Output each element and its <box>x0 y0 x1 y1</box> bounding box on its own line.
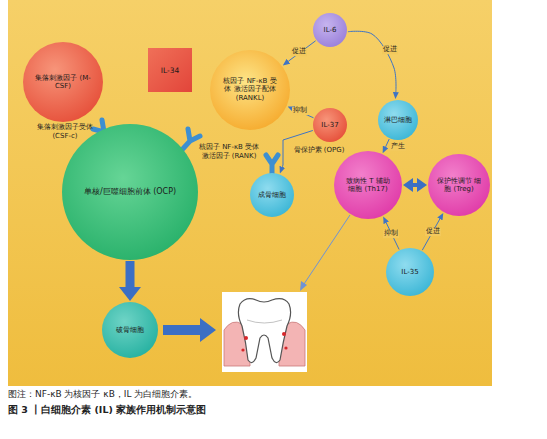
node-label: IL-34 <box>151 66 189 75</box>
tooth <box>238 299 290 363</box>
node-label: IL-6 <box>318 26 343 34</box>
node-label: 核因子 NF-κB 受体 激活因子配体 (RANKL) <box>221 77 279 102</box>
cell-circle: 保护性调节 细胞 (Treg) <box>428 154 490 216</box>
ligand-circle: 核因子 NF-κB 受体 激活因子配体 (RANKL) <box>210 50 290 130</box>
connector-arrow <box>386 139 390 147</box>
circle-shape <box>428 154 490 216</box>
cytokine-circle: IL-6 <box>313 13 347 47</box>
node-label: 破骨细胞 <box>110 326 151 334</box>
cytokine-circle: IL-35 <box>386 248 434 296</box>
circle-shape <box>62 124 198 260</box>
opg-receptor-symbol <box>266 155 278 174</box>
receptor-label: 核因子 NF-κB 受体 激活因子 (RANK) <box>196 143 262 161</box>
factor-square: IL-34 <box>148 48 192 92</box>
node-text-box: 集落刺激因子 (M-CSF) <box>34 74 92 91</box>
node-label: 致病性 T 辅助 细胞 (Th17) <box>343 177 392 194</box>
edge-label: 促进 <box>425 228 441 236</box>
node-text-box: 成骨细胞 <box>256 191 288 199</box>
node-label: 单核/巨噬细胞前体 (OCP) <box>81 187 180 197</box>
connector-arrow <box>288 41 315 61</box>
cell-circle: 破骨细胞 <box>102 302 158 358</box>
connector-arrow <box>126 261 135 287</box>
cell-circle: 致病性 T 辅助 细胞 (Th17) <box>334 151 402 219</box>
circle-shape <box>313 13 347 47</box>
node-label: 淋巴细胞 <box>384 116 413 124</box>
node-label: IL-35 <box>393 268 428 276</box>
node-text-box: IL-37 <box>318 121 343 129</box>
tooth-frame <box>222 292 307 372</box>
circle-shape <box>313 108 347 142</box>
edge-label: 产生 <box>390 143 406 151</box>
lesion-dot <box>282 332 286 336</box>
square-shape <box>148 48 192 92</box>
figure-caption: 图 3 丨白细胞介素 (IL) 家族作用机制示意图 <box>8 404 538 416</box>
node-label: 成骨细胞 <box>256 191 288 199</box>
circle-shape <box>386 248 434 296</box>
node-text-box: IL-34 <box>151 66 189 75</box>
lesion-dot <box>241 348 244 351</box>
node-label: 集落刺激因子 (M-CSF) <box>34 74 92 91</box>
node-text-box: IL-6 <box>318 26 343 34</box>
edge-label: 促进 <box>382 46 398 54</box>
edge-label: 抑制 <box>383 230 399 238</box>
connector-arrow <box>413 183 417 187</box>
cell-circle: 单核/巨噬细胞前体 (OCP) <box>62 124 198 260</box>
figure-note: 图注：NF-κB 为核因子 κB，IL 为白细胞介素。 <box>8 389 538 400</box>
receptor-label: 集落刺激因子受体 (CSF-c) <box>34 123 96 141</box>
lesion-dot <box>284 346 287 349</box>
background-panel <box>8 0 492 386</box>
circle-shape <box>378 100 418 140</box>
circle-shape <box>23 42 103 122</box>
circle-shape <box>102 302 158 358</box>
leader-line <box>304 215 350 284</box>
thick-arrow <box>163 318 216 342</box>
node-label: 保护性调节 细胞 (Treg) <box>437 177 482 194</box>
factor-circle: 集落刺激因子 (M-CSF) <box>23 42 103 122</box>
tooth-illustration <box>222 292 307 372</box>
lesion-dot <box>244 336 248 340</box>
connector-arrow <box>348 31 396 92</box>
edge-label: 抑制 <box>292 107 308 115</box>
node-text-box: 淋巴细胞 <box>384 116 413 124</box>
cytokine-circle: IL-37 <box>313 108 347 142</box>
node-text-box: 保护性调节 细胞 (Treg) <box>437 177 482 194</box>
receptor-label: 骨保护素 (OPG) <box>290 146 348 155</box>
circle-shape <box>210 50 290 130</box>
node-label: IL-37 <box>318 121 343 129</box>
cell-circle: 淋巴细胞 <box>378 100 418 140</box>
circle-shape <box>334 151 402 219</box>
tooth-line <box>247 320 282 323</box>
node-text-box: 核因子 NF-κB 受体 激活因子配体 (RANKL) <box>221 77 279 102</box>
node-text-box: 破骨细胞 <box>110 326 151 334</box>
node-text-box: 单核/巨噬细胞前体 (OCP) <box>81 187 180 197</box>
node-text-box: 致病性 T 辅助 细胞 (Th17) <box>343 177 392 194</box>
arrow-head <box>300 281 307 291</box>
node-text-box: IL-35 <box>393 268 428 276</box>
edge-label: 促进 <box>291 48 307 56</box>
cell-circle: 成骨细胞 <box>250 173 294 217</box>
rank-receptor-symbol <box>180 129 200 152</box>
circle-shape <box>250 173 294 217</box>
